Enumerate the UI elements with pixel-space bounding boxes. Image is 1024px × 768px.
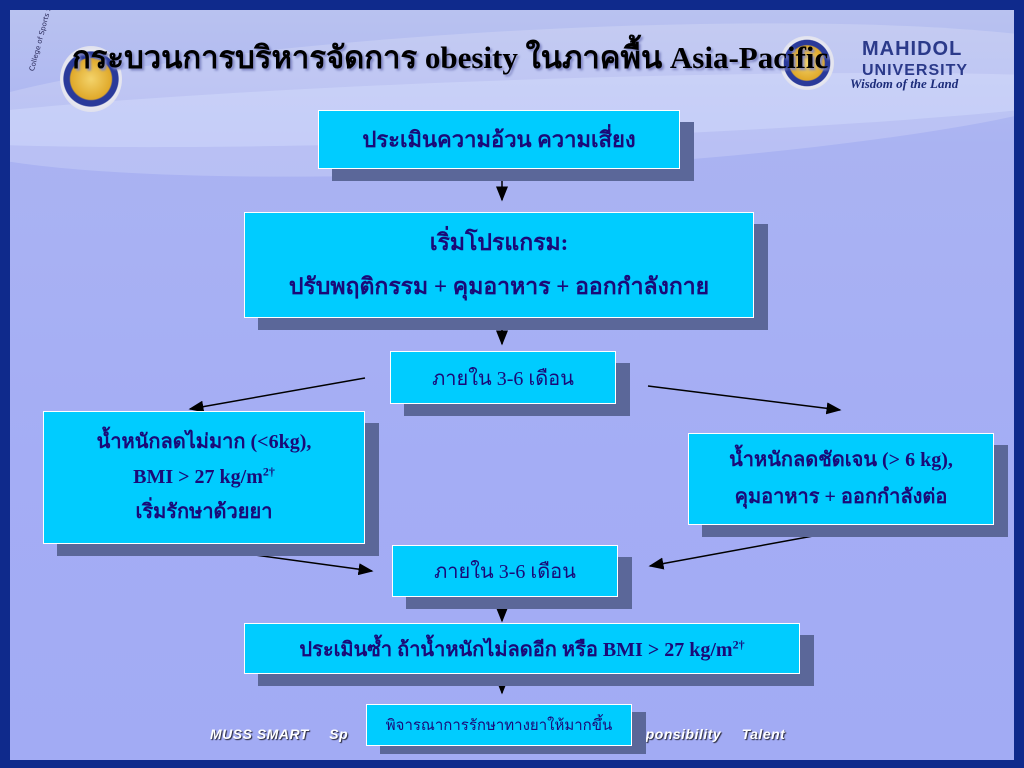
arrow-within1-to-left: [188, 377, 366, 413]
consider-medication-label: พิจารณาการรักษาทางยาให้มากขึ้น: [385, 718, 613, 734]
assess-obesity-label: ประเมินความอ้วน ความเสี่ยง: [362, 127, 636, 152]
within-3-6-months-box-1: ภายใน 3-6 เดือน: [390, 351, 616, 404]
modest-loss-line3: เริ่มรักษาด้วยยา: [135, 501, 273, 523]
within-3-6-months-box-2: ภายใน 3-6 เดือน: [392, 545, 618, 597]
arrow-right-to-within2: [648, 531, 836, 570]
university-name-line2: UNIVERSITY: [862, 62, 969, 79]
slide: College of Sports Science and Technology…: [10, 10, 1014, 760]
flow-arrows: [188, 176, 842, 695]
footer-tagline: MUSS SMART Sp Responsibility Talent: [210, 726, 801, 742]
modest-loss-line1: น้ำหนักลดไม่มาก (<6kg),: [96, 431, 312, 453]
arrow-within1-to-right: [647, 385, 842, 415]
university-name-line1: MAHIDOL: [862, 38, 963, 60]
start-program-line2: ปรับพฤติกรรม + คุมอาหาร + ออกกำลังกาย: [288, 274, 710, 299]
footer-item-1: MUSS SMART: [210, 726, 309, 742]
footer-item-4: Talent: [741, 726, 786, 742]
reassess-label: ประเมินซ้ำ ถ้าน้ำหนักไม่ลดอีก หรือ BMI >…: [299, 636, 745, 661]
footer-item-3: Responsibility: [618, 726, 722, 742]
arrow-left-to-within2: [195, 546, 374, 576]
modest-weight-loss-box: น้ำหนักลดไม่มาก (<6kg), BMI > 27 kg/m2† …: [43, 411, 365, 544]
clear-loss-line1: น้ำหนักลดชัดเจน (> 6 kg),: [729, 449, 953, 471]
reassess-box: ประเมินซ้ำ ถ้าน้ำหนักไม่ลดอีก หรือ BMI >…: [244, 623, 800, 674]
clear-weight-loss-box: น้ำหนักลดชัดเจน (> 6 kg), คุมอาหาร + ออก…: [688, 433, 994, 525]
university-seal-icon: [780, 36, 834, 90]
slide-title: กระบวนการบริหารจัดการ obesity ในภาคพื้น …: [72, 40, 829, 75]
clear-loss-line2: คุมอาหาร + ออกกำลังต่อ: [734, 486, 948, 508]
start-program-line1: เริ่มโปรแกรม:: [429, 230, 569, 256]
assess-obesity-box: ประเมินความอ้วน ความเสี่ยง: [318, 110, 680, 169]
footer-item-2: Sp: [329, 726, 349, 742]
university-motto: Wisdom of the Land: [850, 76, 959, 91]
consider-medication-box: พิจารณาการรักษาทางยาให้มากขึ้น: [366, 704, 632, 746]
within-months-label-2: ภายใน 3-6 เดือน: [434, 561, 576, 583]
within-months-label-1: ภายใน 3-6 เดือน: [432, 367, 574, 390]
college-seal-icon: [60, 46, 122, 112]
start-program-box: เริ่มโปรแกรม: ปรับพฤติกรรม + คุมอาหาร + …: [244, 212, 754, 318]
modest-loss-line2: BMI > 27 kg/m2†: [133, 464, 275, 488]
